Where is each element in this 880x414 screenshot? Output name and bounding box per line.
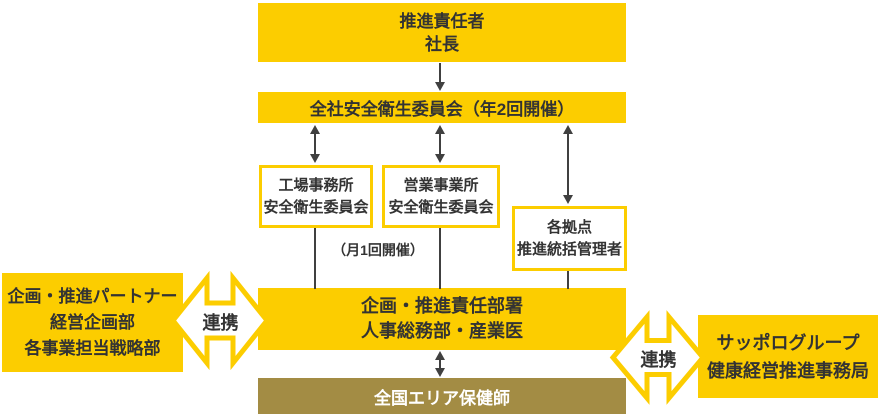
sites-manager-line: 推進統括管理者 bbox=[516, 240, 622, 258]
double-arrow-committee-factory bbox=[310, 125, 320, 163]
partner-box: 企画・推進パートナー 経営企画部 各事業担当戦略部 bbox=[2, 273, 183, 372]
factory-committee-box: 工場事務所 安全衛生委員会 bbox=[259, 165, 373, 228]
partner-box-line: 企画・推進パートナー bbox=[7, 286, 178, 306]
planning-dept-line: 人事総務部・産業医 bbox=[361, 321, 523, 341]
planning-dept-box: 企画・推進責任部署 人事総務部・産業医 bbox=[258, 288, 626, 350]
committee-box-label: 全社安全衛生委員会（年2回開催） bbox=[309, 100, 575, 119]
sapporo-office-box: サッポログループ 健康経営推進事務局 bbox=[698, 315, 878, 398]
partner-box-line: 経営企画部 bbox=[50, 312, 135, 332]
sales-committee-line: 安全衛生委員会 bbox=[388, 198, 494, 216]
partner-box-line: 各事業担当戦略部 bbox=[24, 338, 161, 358]
president-box-line: 社長 bbox=[425, 34, 459, 54]
nurses-box-label: 全国エリア保健師 bbox=[374, 388, 510, 408]
down-arrow-president-to-committee bbox=[435, 63, 445, 91]
planning-dept-line: 企画・推進責任部署 bbox=[361, 296, 523, 316]
committee-box: 全社安全衛生委員会（年2回開催） bbox=[258, 92, 626, 123]
monthly-note: （月1回開催） bbox=[332, 242, 424, 258]
sales-committee-box: 営業事業所 安全衛生委員会 bbox=[382, 165, 500, 228]
double-arrow-committee-sales bbox=[435, 125, 445, 163]
factory-committee-line: 安全衛生委員会 bbox=[263, 198, 369, 216]
sites-manager-box: 各拠点 推進統括管理者 bbox=[512, 206, 627, 271]
link-label-left: 連携 bbox=[202, 313, 239, 333]
sapporo-office-line: サッポログループ bbox=[716, 332, 860, 353]
sapporo-office-line: 健康経営推進事務局 bbox=[707, 360, 869, 381]
double-arrow-planning-nurses bbox=[435, 351, 445, 377]
president-box-line: 推進責任者 bbox=[399, 11, 485, 31]
sites-manager-line: 各拠点 bbox=[546, 218, 592, 236]
link-label-right: 連携 bbox=[640, 350, 677, 370]
president-box: 推進責任者 社長 bbox=[258, 3, 626, 62]
factory-committee-line: 工場事務所 bbox=[278, 176, 354, 194]
sales-committee-line: 営業事業所 bbox=[403, 176, 479, 194]
double-arrow-committee-sites bbox=[563, 125, 573, 204]
nurses-box: 全国エリア保健師 bbox=[258, 378, 626, 414]
